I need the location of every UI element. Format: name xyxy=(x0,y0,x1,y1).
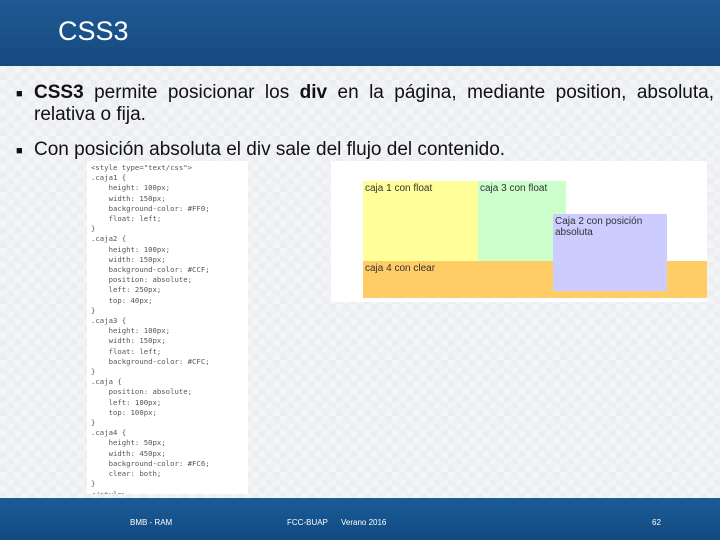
code-line: .caja4 { xyxy=(91,428,127,438)
code-line: } xyxy=(91,305,96,315)
css-code-listing: <style type="text/css">.caja1 { height: … xyxy=(87,161,248,494)
demo-caja2: Caja 2 con posición absoluta xyxy=(553,214,667,291)
code-line: background-color: #CCF; xyxy=(91,265,210,275)
bullet-square-icon: ■ xyxy=(16,88,23,100)
code-line: width: 150px; xyxy=(91,193,166,203)
code-line: height: 100px; xyxy=(91,326,171,336)
code-line: width: 450px; xyxy=(91,448,166,458)
code-line: .caja3 { xyxy=(91,316,127,326)
code-line: width: 150px; xyxy=(91,254,166,264)
bullet-text-1-post: en la página, mediante position, absolut… xyxy=(34,82,714,125)
code-line: width: 150px; xyxy=(91,336,166,346)
code-line: height: 100px; xyxy=(91,183,171,193)
code-line: background-color: #FF0; xyxy=(91,203,210,213)
code-line: left: 100px; xyxy=(91,397,162,407)
code-line: position: absolute; xyxy=(91,387,193,397)
code-line: float: left; xyxy=(91,214,162,224)
slide-title: CSS3 xyxy=(58,16,129,46)
code-line: left: 250px; xyxy=(91,285,162,295)
bullet-text-1: CSS3 permite posicionar los div en la pá… xyxy=(34,82,714,126)
code-line: height: 50px; xyxy=(91,438,166,448)
code-line: clear: both; xyxy=(91,469,162,479)
bullet-square-icon: ■ xyxy=(16,145,23,157)
code-line: background-color: #CFC; xyxy=(91,356,210,366)
bullet-bold-css3: CSS3 xyxy=(34,82,84,103)
code-line: } xyxy=(91,367,96,377)
code-line: position: absolute; xyxy=(91,275,193,285)
code-line: } xyxy=(91,479,96,489)
demo-caja1: caja 1 con float xyxy=(363,181,478,261)
code-line: .caja { xyxy=(91,377,122,387)
code-line: top: 40px; xyxy=(91,295,153,305)
code-line: </style> xyxy=(91,489,127,495)
code-line: float: left; xyxy=(91,346,162,356)
slide-header: CSS3 xyxy=(0,0,720,66)
footer-page-number: 62 xyxy=(652,518,661,527)
code-line: height: 100px; xyxy=(91,244,171,254)
footer-author: BMB - RAM xyxy=(130,518,173,527)
bullet-bold-div: div xyxy=(299,82,328,103)
slide-footer: BMB - RAM FCC-BUAP Verano 2016 62 xyxy=(0,498,720,540)
code-line: background-color: #FC6; xyxy=(91,458,210,468)
code-line: } xyxy=(91,418,96,428)
bullet-text-2: Con posición absoluta el div sale del fl… xyxy=(34,139,506,160)
code-line: } xyxy=(91,224,96,234)
demo-render-preview: caja 1 con float caja 3 con float caja 4… xyxy=(331,161,707,302)
footer-institution: FCC-BUAP xyxy=(287,518,328,527)
footer-term: Verano 2016 xyxy=(341,518,387,527)
code-line: .caja1 { xyxy=(91,173,127,183)
code-line: .caja2 { xyxy=(91,234,127,244)
code-line: top: 100px; xyxy=(91,407,157,417)
demo-caja3: caja 3 con float xyxy=(478,181,566,261)
bullet-text-1-pre: permite posicionar los xyxy=(83,82,300,103)
code-line: <style type="text/css"> xyxy=(91,163,193,172)
